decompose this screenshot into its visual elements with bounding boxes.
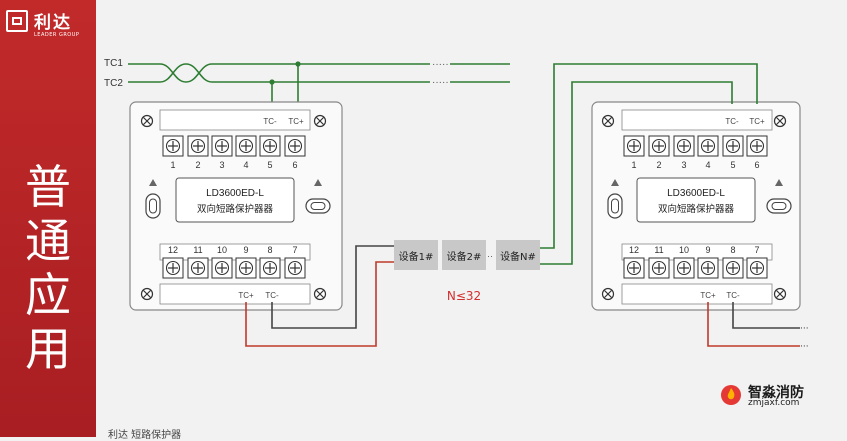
module-right-bottom-tc-minus: TC-: [726, 291, 740, 300]
right-out-wires: [707, 302, 800, 347]
brand-name-cn: 利达: [34, 13, 72, 33]
module-left-top-tc-minus: TC-: [263, 117, 277, 126]
sidebar-title-char: 应: [25, 268, 71, 322]
tc1-wire: [128, 63, 430, 83]
svg-text:···: ···: [800, 342, 809, 352]
left-tc-plus-wire: [245, 261, 394, 347]
indicator-slot: [607, 193, 623, 219]
arrow-up-icon: [314, 179, 322, 186]
indicator-slot: [766, 198, 792, 214]
flame-icon: [721, 385, 741, 405]
left-loop-wires: [245, 245, 394, 347]
arrow-up-icon: [611, 179, 619, 186]
module-right-name: 双向短路保护器器: [658, 203, 735, 215]
module-right-model: LD3600ED-L: [667, 188, 725, 199]
logo-mark-icon: [6, 10, 28, 32]
svg-text:···: ···: [800, 324, 809, 334]
module-left-bottom-tc-minus: TC-: [265, 291, 279, 300]
module-right-top-tc-minus: TC-: [725, 117, 739, 126]
device-2-label: 设备2#: [447, 250, 482, 263]
device-chain: 设备1# 设备2# 设备N# ·· N≤32: [394, 240, 540, 303]
right-tc-plus-wire: [540, 63, 758, 249]
terminal-number: 11: [193, 245, 202, 255]
sidebar-title-char: 普: [25, 160, 71, 214]
terminal-number: 12: [168, 245, 178, 255]
right-tc-minus-wire: [540, 81, 733, 265]
terminal-number: 10: [679, 245, 689, 255]
terminal-number: 1: [631, 160, 636, 170]
terminal-number: 4: [243, 160, 248, 170]
terminal-number: 3: [681, 160, 686, 170]
bus-wires: [128, 63, 510, 104]
terminal-number: 6: [754, 160, 759, 170]
device-limit-label: N≤32: [447, 289, 481, 303]
module-left-model: LD3600ED-L: [206, 188, 264, 199]
terminal-number: 3: [219, 160, 224, 170]
arrow-up-icon: [775, 179, 783, 186]
device-n-label: 设备N#: [500, 250, 536, 263]
terminal-number: 8: [730, 245, 735, 255]
module-left-name: 双向短路保护器器: [197, 203, 274, 215]
terminal-number: 9: [243, 245, 248, 255]
terminal-number: 11: [654, 245, 663, 255]
bottom-caption: 利达 短路保护器: [108, 430, 182, 441]
arrow-up-icon: [149, 179, 157, 186]
svg-text:··: ··: [487, 251, 493, 261]
tc2-wire: [128, 63, 430, 83]
tc1-label: TC1: [104, 58, 123, 69]
sidebar-title-char: 通: [25, 214, 71, 268]
terminal-number: 10: [217, 245, 227, 255]
generated-hardware: [140, 114, 792, 301]
watermark: 智淼消防 zmjaxf.com: [720, 382, 832, 410]
terminal-number: 8: [267, 245, 272, 255]
sidebar-title-char: 用: [25, 322, 71, 376]
terminal-number: 7: [292, 245, 297, 255]
indicator-slot: [145, 193, 161, 219]
terminal-number: 2: [195, 160, 200, 170]
watermark-url: zmjaxf.com: [748, 398, 800, 408]
brand-name-en: LEADER GROUP: [34, 32, 80, 38]
terminal-number: 5: [267, 160, 272, 170]
junction-dots: [269, 61, 301, 85]
terminal-number: 5: [730, 160, 735, 170]
terminal-number: 1: [170, 160, 175, 170]
left-tc-minus-wire: [271, 245, 394, 329]
terminal-number: 4: [705, 160, 710, 170]
bus-break-dots: ····· ·····: [432, 59, 449, 88]
terminal-number: 7: [754, 245, 759, 255]
module-left-bottom-tc-plus: TC+: [238, 291, 254, 300]
module-right-top-tc-plus: TC+: [749, 117, 765, 126]
brand-sidebar: 利达 LEADER GROUP 普 通 应 用: [0, 0, 96, 437]
indicator-slot: [305, 198, 331, 214]
module-left-top-tc-plus: TC+: [288, 117, 304, 126]
tc2-label: TC2: [104, 78, 123, 89]
sidebar-title: 普 通 应 用: [8, 160, 88, 376]
terminal-number: 2: [656, 160, 661, 170]
device-1-label: 设备1#: [399, 250, 434, 263]
svg-text:·····: ·····: [432, 59, 449, 70]
module-right-bottom-tc-plus: TC+: [700, 291, 716, 300]
svg-text:·····: ·····: [432, 77, 449, 88]
terminal-number: 12: [629, 245, 639, 255]
watermark-name: 智淼消防: [748, 385, 804, 401]
terminal-number: 6: [292, 160, 297, 170]
brand-logo: 利达 LEADER GROUP: [6, 8, 94, 42]
right-feed-wires: [540, 63, 758, 265]
terminal-number: 9: [705, 245, 710, 255]
